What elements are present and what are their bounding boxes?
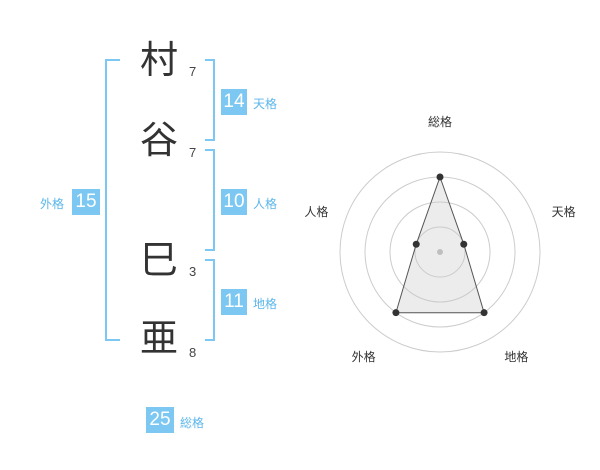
radar-axis-label-総格: 総格	[428, 114, 452, 129]
name-char-2: 谷	[140, 118, 179, 162]
radar-point-人格	[412, 240, 420, 248]
radar-ring-2	[389, 201, 491, 303]
jinkaku-label: 人格	[253, 197, 278, 211]
radar-area	[395, 175, 485, 314]
radar-axis-label-天格: 天格	[552, 204, 576, 219]
name-char-4: 亜	[140, 316, 179, 360]
radar-points	[392, 173, 488, 317]
gaikaku-value: 15	[72, 189, 100, 215]
radar-point-地格	[480, 309, 488, 317]
gaikaku-label: 外格	[40, 197, 65, 211]
stroke-count-3: 3	[189, 264, 197, 279]
radar-center	[437, 249, 443, 255]
chikaku-label: 地格	[253, 297, 278, 311]
radar-axis-label-地格: 地格	[504, 349, 528, 364]
soukaku-label: 総格	[180, 416, 205, 430]
chikaku-value: 11	[221, 289, 247, 315]
radar-point-総格	[436, 173, 444, 181]
tenkaku-value: 14	[221, 89, 247, 115]
tenkaku-label: 天格	[253, 97, 278, 111]
stroke-count-2: 7	[189, 145, 197, 160]
name-char-1: 村	[140, 38, 179, 82]
radar-point-外格	[392, 309, 400, 317]
radar-axis-label-人格: 人格	[304, 204, 328, 219]
radar-point-天格	[460, 240, 468, 248]
radar-ring-1	[414, 226, 466, 278]
jinkaku-value: 10	[221, 189, 247, 215]
stroke-count-4: 8	[189, 345, 197, 360]
stroke-count-1: 7	[189, 64, 197, 79]
radar-ring-4	[339, 151, 541, 353]
soukaku-value: 25	[146, 407, 174, 433]
radar-rings	[339, 151, 541, 353]
name-char-3: 巳	[140, 238, 179, 282]
radar-axis-label-外格: 外格	[352, 349, 376, 364]
